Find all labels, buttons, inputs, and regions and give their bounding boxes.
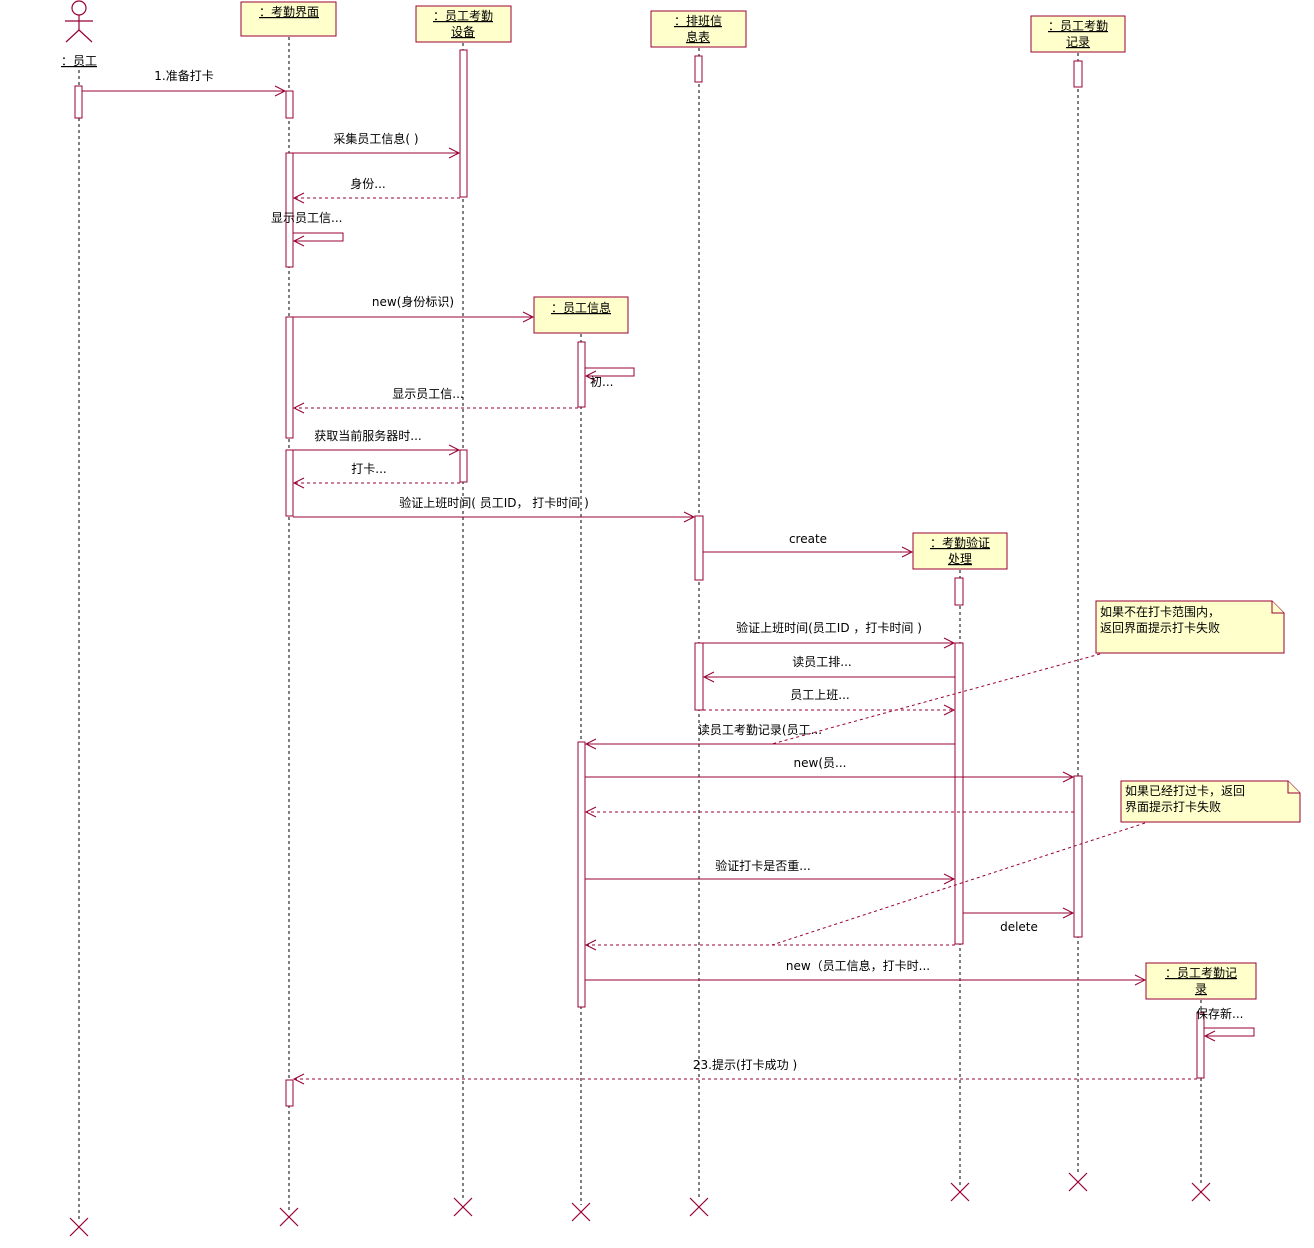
message-show-info-self: 显示员工信... [271, 211, 344, 247]
svg-text:保存新...: 保存新... [1196, 1006, 1243, 1021]
object-verify: ：考勤验证处理 [912, 532, 1008, 570]
object-schedule-label: ：排班信息表 [674, 14, 722, 44]
message-show-info-return: 显示员工信... [292, 387, 578, 414]
note-already-punched: 如果已经打过卡，返回 界面提示打卡失败 [771, 780, 1301, 946]
svg-text:23.提示(打卡成功 ): 23.提示(打卡成功 ) [693, 1057, 797, 1072]
message-collect-info: 采集员工信息( ) [293, 131, 461, 159]
destruction-marks [69, 1172, 1211, 1237]
message-delete: delete [963, 907, 1075, 934]
svg-text:打卡...: 打卡... [351, 462, 386, 476]
note-out-of-range-line-1: 如果不在打卡范围内， [1100, 604, 1220, 619]
object-record: ：员工考勤记录 [1030, 15, 1126, 53]
svg-text:new（员工信息，打卡时...: new（员工信息，打卡时... [786, 958, 930, 973]
svg-text:new(员...: new(员... [794, 756, 847, 770]
actor-employee: ：员工 [61, 0, 97, 68]
svg-text:初...: 初... [590, 375, 613, 389]
message-create: create [703, 532, 914, 558]
object-newrecord: ：员工考勤记录 [1145, 962, 1257, 1000]
message-new-identity: new(身份标识) [293, 294, 535, 323]
actor-employee-label: ：员工 [61, 54, 97, 68]
message-init-self: 初... [584, 367, 635, 389]
message-new-employee: new(员... [585, 756, 1075, 783]
message-success-prompt: 23.提示(打卡成功 ) [292, 1057, 1197, 1085]
note-already-punched-line-2: 界面提示打卡失败 [1125, 799, 1221, 814]
note-already-punched-line-1: 如果已经打过卡，返回 [1125, 783, 1245, 798]
svg-text:验证打卡是否重...: 验证打卡是否重... [715, 858, 810, 873]
svg-text:读员工考勤记录(员工...: 读员工考勤记录(员工... [698, 723, 822, 737]
destroy-device [453, 1197, 473, 1217]
object-ui: ：考勤界面 [240, 1, 337, 37]
object-device-label: ：员工考勤设备 [433, 9, 493, 39]
destroy-schedule [689, 1197, 709, 1217]
svg-text:显示员工信...: 显示员工信... [271, 211, 342, 225]
message-read-record: 读员工考勤记录(员工... [584, 723, 955, 750]
message-prepare-punch: 1.准备打卡 [82, 69, 287, 97]
svg-text:验证上班时间( 员工ID， 打卡时间 ): 验证上班时间( 员工ID， 打卡时间 ) [399, 495, 589, 510]
svg-text:员工上班...: 员工上班... [790, 688, 849, 702]
message-verify-time-2: 验证上班时间(员工ID ，打卡时间 ) [703, 620, 956, 649]
destroy-verify [950, 1182, 970, 1202]
activation-bars [74, 49, 1205, 1107]
object-record-label: ：员工考勤记录 [1048, 19, 1108, 49]
svg-text:delete: delete [1000, 920, 1038, 934]
object-newrecord-label: ：员工考勤记录 [1165, 966, 1237, 996]
destroy-info [571, 1202, 591, 1222]
message-work-time-return: 员工上班... [703, 688, 956, 716]
message-verify-time: 验证上班时间( 员工ID， 打卡时间 ) [293, 495, 696, 523]
message-new-record: new（员工信息，打卡时... [585, 958, 1147, 986]
message-read-schedule: 读员工排... [702, 655, 955, 683]
message-identity-return: 身份... [292, 176, 460, 204]
svg-text:验证上班时间(员工ID ，打卡时间 ): 验证上班时间(员工ID ，打卡时间 ) [736, 620, 922, 635]
message-punch-return: 打卡... [292, 462, 460, 489]
svg-text:new(身份标识): new(身份标识) [372, 294, 454, 309]
svg-text:显示员工信...: 显示员工信... [392, 387, 463, 401]
message-verify-duplicate: 验证打卡是否重... [585, 858, 956, 885]
message-verify-return [584, 939, 955, 951]
svg-text:身份...: 身份... [350, 176, 385, 191]
object-schedule: ：排班信息表 [650, 10, 747, 48]
note-out-of-range: 如果不在打卡范围内， 返回界面提示打卡失败 [771, 600, 1285, 745]
object-info: ：员工信息 [533, 296, 629, 334]
svg-text:create: create [789, 532, 827, 546]
svg-text:读员工排...: 读员工排... [792, 655, 851, 669]
destroy-employee [69, 1217, 89, 1237]
svg-text:采集员工信息( ): 采集员工信息( ) [333, 131, 418, 146]
message-save-new-self: 保存新... [1196, 1006, 1255, 1042]
destroy-newrecord [1191, 1182, 1211, 1202]
destroy-ui [279, 1207, 299, 1227]
svg-text:1.准备打卡: 1.准备打卡 [154, 69, 213, 83]
svg-text:获取当前服务器时...: 获取当前服务器时... [314, 428, 421, 443]
object-verify-label: ：考勤验证处理 [930, 535, 990, 566]
message-get-server-time: 获取当前服务器时... [293, 428, 461, 456]
object-ui-label: ：考勤界面 [259, 5, 319, 19]
object-device: ：员工考勤设备 [415, 5, 512, 43]
note-out-of-range-line-2: 返回界面提示打卡失败 [1100, 620, 1220, 635]
object-info-label: ：员工信息 [551, 300, 611, 315]
destroy-record [1068, 1172, 1088, 1192]
message-record-return [584, 806, 1074, 818]
